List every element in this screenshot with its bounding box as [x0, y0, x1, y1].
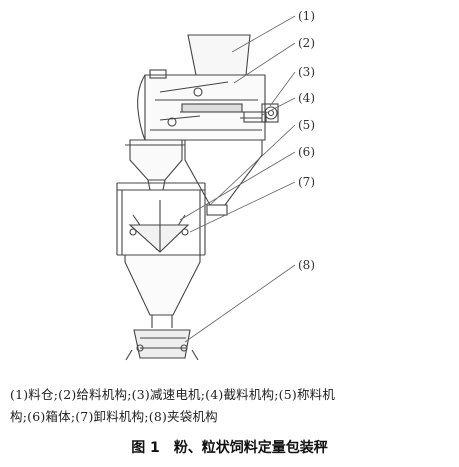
- label-2: (2): [298, 36, 315, 50]
- label-7: (7): [298, 175, 315, 189]
- caption-number: 图 1: [131, 440, 160, 456]
- parts-legend: (1)料仓;(2)给料机构;(3)减速电机;(4)截料机构;(5)称料机 构;(…: [10, 384, 455, 428]
- label-6: (6): [298, 145, 315, 159]
- legend-line-1: (1)料仓;(2)给料机构;(3)减速电机;(4)截料机构;(5)称料机: [10, 387, 336, 402]
- feeding-mechanism: [137, 69, 266, 141]
- label-4: (4): [298, 91, 315, 105]
- caption-title: 粉、粒状饲料定量包装秤: [173, 440, 328, 456]
- label-5: (5): [298, 118, 315, 132]
- legend-line-2: 构;(6)箱体;(7)卸料机构;(8)夹袋机构: [10, 409, 218, 424]
- label-1: (1): [298, 9, 315, 23]
- leader-lines: [179, 15, 296, 343]
- packaging-scale-diagram: (1) (2) (3) (4) (5) (6) (7) (8): [116, 9, 315, 361]
- bag-clamp-mechanism: [125, 329, 199, 361]
- chute: [184, 139, 263, 216]
- label-3: (3): [298, 65, 315, 79]
- material-bin: [187, 34, 251, 76]
- lower-funnel: [124, 254, 201, 328]
- label-8: (8): [298, 258, 315, 272]
- cutoff-mechanism: [240, 111, 267, 123]
- weighing-hopper: [125, 139, 185, 191]
- discharge-mechanism: [128, 200, 190, 253]
- figure-caption: 图 1 粉、粒状饲料定量包装秤: [0, 437, 459, 457]
